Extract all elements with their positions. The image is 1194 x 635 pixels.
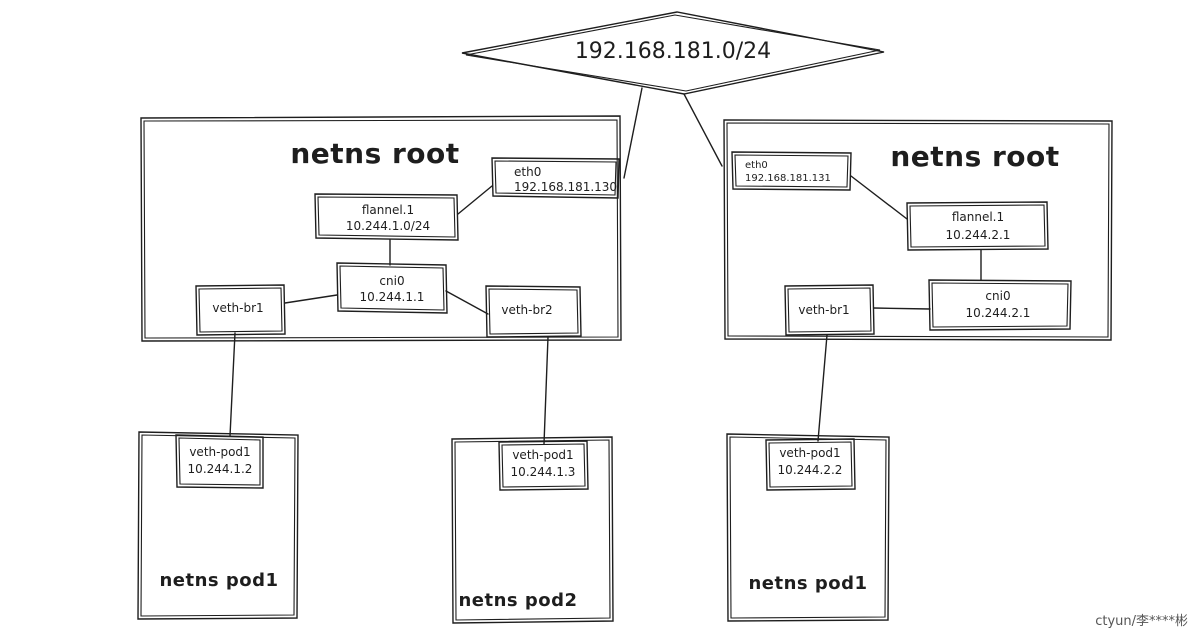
node2-cni0-box: cni0 10.244.2.1 (928, 279, 1072, 331)
node1-pod1-veth-box: veth-pod1 10.244.1.2 (175, 434, 264, 489)
node1-title: netns root (290, 137, 459, 170)
node2-veth-br1-name: veth-br1 (798, 303, 849, 317)
node1-flannel-ip: 10.244.1.0/24 (346, 219, 430, 233)
node2-eth0-name: eth0 (745, 160, 768, 171)
node1-pod1-veth-ip: 10.244.1.2 (188, 462, 253, 476)
node1-veth-br2-name: veth-br2 (501, 303, 552, 317)
node1-root-namespace: netns root (140, 115, 622, 342)
node1-veth-br1-box: veth-br1 (195, 284, 286, 336)
node2-flannel-name: flannel.1 (952, 210, 1004, 224)
node2-title: netns root (890, 140, 1059, 173)
node1-pod1-veth-name: veth-pod1 (189, 445, 250, 459)
node1-flannel-box: flannel.1 10.244.1.0/24 (314, 193, 459, 241)
uplink-node2 (683, 93, 723, 167)
node2-cni0-ip: 10.244.2.1 (966, 306, 1031, 320)
network-diamond: 192.168.181.0/24 (461, 11, 885, 95)
node1-pod2-namespace: netns pod2 (451, 436, 614, 624)
node1-veth-br2-box: veth-br2 (485, 285, 582, 338)
node2-eth0-ip: 192.168.181.131 (745, 173, 831, 184)
link-node1-flannel-eth0 (457, 185, 493, 215)
node2-veth-br1-box: veth-br1 (784, 284, 875, 336)
node1-eth0-name: eth0 (514, 165, 541, 179)
link-node1-pod1-veth (229, 332, 236, 437)
node2-pod1-veth-ip: 10.244.2.2 (778, 463, 843, 477)
node2-root-namespace: netns root (723, 119, 1113, 341)
node2-pod1-veth-name: veth-pod1 (779, 446, 840, 460)
node1-pod2-veth-name: veth-pod1 (512, 448, 573, 462)
node1-pod2-title: netns pod2 (458, 590, 577, 611)
link-node2-pod1-veth (817, 334, 828, 442)
node2-flannel-ip: 10.244.2.1 (946, 228, 1011, 242)
node1-pod1-title: netns pod1 (159, 570, 278, 591)
link-node1-vethbr1-cni0 (284, 294, 338, 304)
node1-cni0-name: cni0 (379, 274, 404, 288)
node1-cni0-ip: 10.244.1.1 (360, 290, 425, 304)
link-node1-pod2-veth (543, 336, 549, 445)
node2-pod1-veth-box: veth-pod1 10.244.2.2 (765, 438, 856, 491)
node1-pod1-namespace: netns pod1 (137, 431, 299, 620)
node1-cni0-box: cni0 10.244.1.1 (336, 262, 448, 314)
node1-flannel-name: flannel.1 (362, 203, 414, 217)
link-node2-eth0-flannel (850, 175, 908, 220)
network-label: 192.168.181.0/24 (575, 39, 771, 64)
node1-pod2-veth-ip: 10.244.1.3 (511, 465, 576, 479)
node1-eth0-box: eth0 192.168.181.130 (491, 157, 620, 199)
node2-pod1-title: netns pod1 (748, 573, 867, 594)
link-node2-vethbr1-cni0 (873, 307, 931, 310)
node1-pod2-veth-box: veth-pod1 10.244.1.3 (498, 440, 589, 491)
node1-veth-br1-name: veth-br1 (212, 301, 263, 315)
node2-eth0-box: eth0 192.168.181.131 (731, 151, 852, 191)
node1-eth0-ip: 192.168.181.130 (514, 180, 617, 194)
node2-cni0-name: cni0 (985, 289, 1010, 303)
node2-flannel-box: flannel.1 10.244.2.1 (906, 201, 1049, 251)
watermark: ctyun/李****彬 (1095, 614, 1188, 629)
link-node1-cni0-vethbr2 (445, 290, 489, 315)
uplink-node1 (623, 87, 643, 179)
